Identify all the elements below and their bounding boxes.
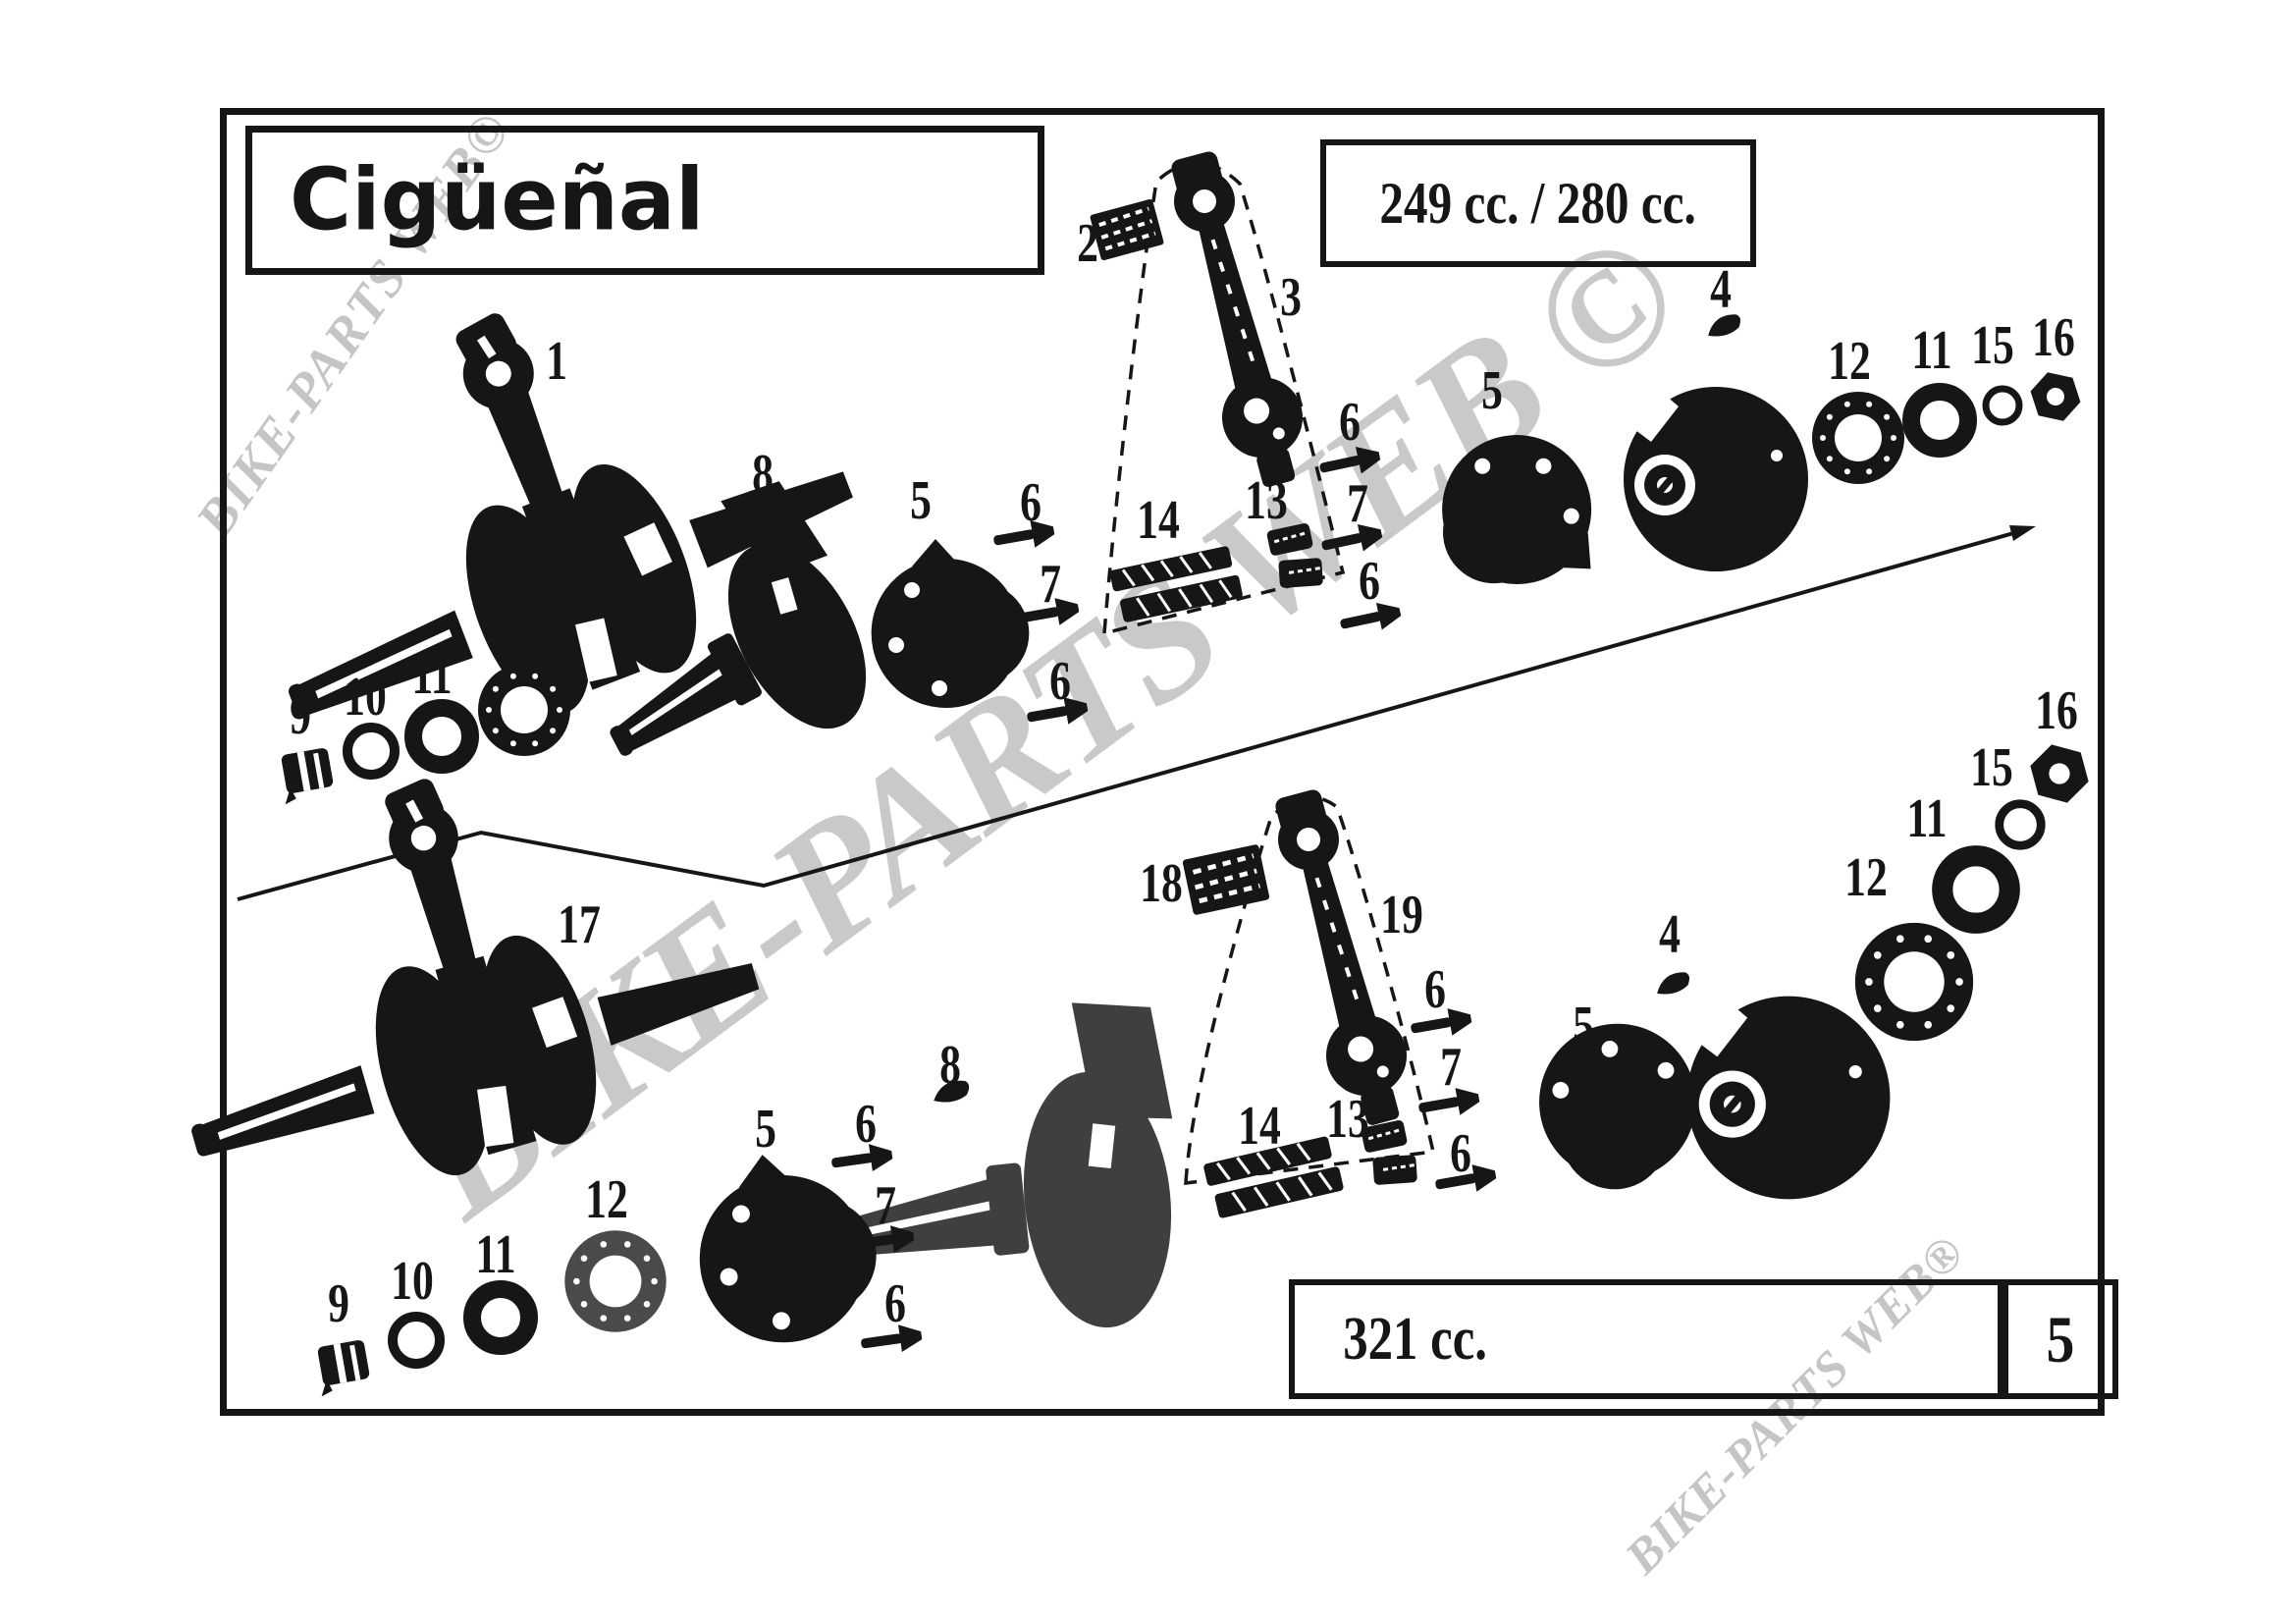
ring-10-top-left-drawing <box>347 728 395 775</box>
ring-11-bottom-left-drawing <box>472 1289 529 1346</box>
key-8-bottom-drawing <box>930 1077 973 1107</box>
crankshaft-assembly-321-drawing <box>115 704 786 1243</box>
screw-7-top-2 <box>1318 519 1385 560</box>
page-title: Cigüeñal <box>290 150 705 250</box>
key-4-top-drawing <box>1703 311 1744 342</box>
screw-6-top-3 <box>1316 442 1383 482</box>
ring-15-bottom-right-drawing <box>2000 804 2042 846</box>
nut-9-bottom-left-drawing <box>312 1339 372 1397</box>
nut-9-top-left-drawing <box>276 747 336 805</box>
flywheel-bottom-drawing <box>1686 996 1891 1200</box>
nut-16-bottom-right-drawing <box>2023 740 2096 807</box>
page-number-box: 5 <box>2002 1279 2118 1399</box>
variant-box-249-280: 249 cc. / 280 cc. <box>1320 139 1756 267</box>
bearing-12-bottom-right-drawing <box>1854 922 1974 1042</box>
ring-11-bottom-right-drawing <box>1943 856 2009 923</box>
bearing-12-top-right-drawing <box>1812 392 1904 484</box>
nut-16-top-right-drawing <box>2025 369 2086 424</box>
thrust-plate-5-top-right-drawing <box>1405 404 1636 635</box>
ring-10-bottom-left-drawing <box>393 1317 440 1364</box>
piston-pin-13-top-drawing <box>1264 519 1329 596</box>
woodruff-key-2-drawing <box>1087 196 1167 263</box>
page-number: 5 <box>2046 1301 2075 1377</box>
screw-6-bottom-4 <box>1433 1161 1499 1199</box>
connecting-rod-19-drawing <box>1255 782 1425 1135</box>
section-divider-line <box>237 525 2036 901</box>
bearing-12-top-left-drawing <box>478 664 570 756</box>
screw-6-bottom-1 <box>829 1141 894 1177</box>
thrust-plate-5-top-mid-drawing <box>871 539 1030 708</box>
ring-11-top-left-drawing <box>413 708 470 765</box>
woodruff-key-18-drawing <box>1182 844 1269 916</box>
screw-6-bottom-2 <box>859 1322 924 1358</box>
ring-11-top-right-drawing <box>1911 392 1968 449</box>
screw-6-top-4 <box>1337 598 1404 638</box>
needle-cage-14-bottom-drawing <box>1200 1132 1348 1222</box>
screw-6-top-2 <box>1025 693 1091 731</box>
screw-6-top-1 <box>991 516 1057 555</box>
page-border-frame <box>220 108 2105 1416</box>
bearing-12-bottom-left-drawing <box>564 1230 667 1332</box>
crank-half-bottom-drawing <box>808 994 1194 1356</box>
connecting-rod-3-drawing <box>1150 143 1321 497</box>
key-4-bottom-drawing <box>1652 969 1693 999</box>
variant-box-321: 321 cc. <box>1289 1279 2003 1399</box>
variant-label-321: 321 cc. <box>1343 1305 1488 1373</box>
screw-6-bottom-3 <box>1409 1004 1474 1043</box>
flywheel-top-drawing <box>1624 387 1808 571</box>
title-box: Cigüeñal <box>245 126 1044 275</box>
ring-15-top-right-drawing <box>1986 389 2019 422</box>
needle-cage-14-top-drawing <box>1106 543 1247 626</box>
variant-label-249-280: 249 cc. / 280 cc. <box>1379 170 1697 236</box>
conrod-dashed-outline-top <box>1102 161 1346 636</box>
